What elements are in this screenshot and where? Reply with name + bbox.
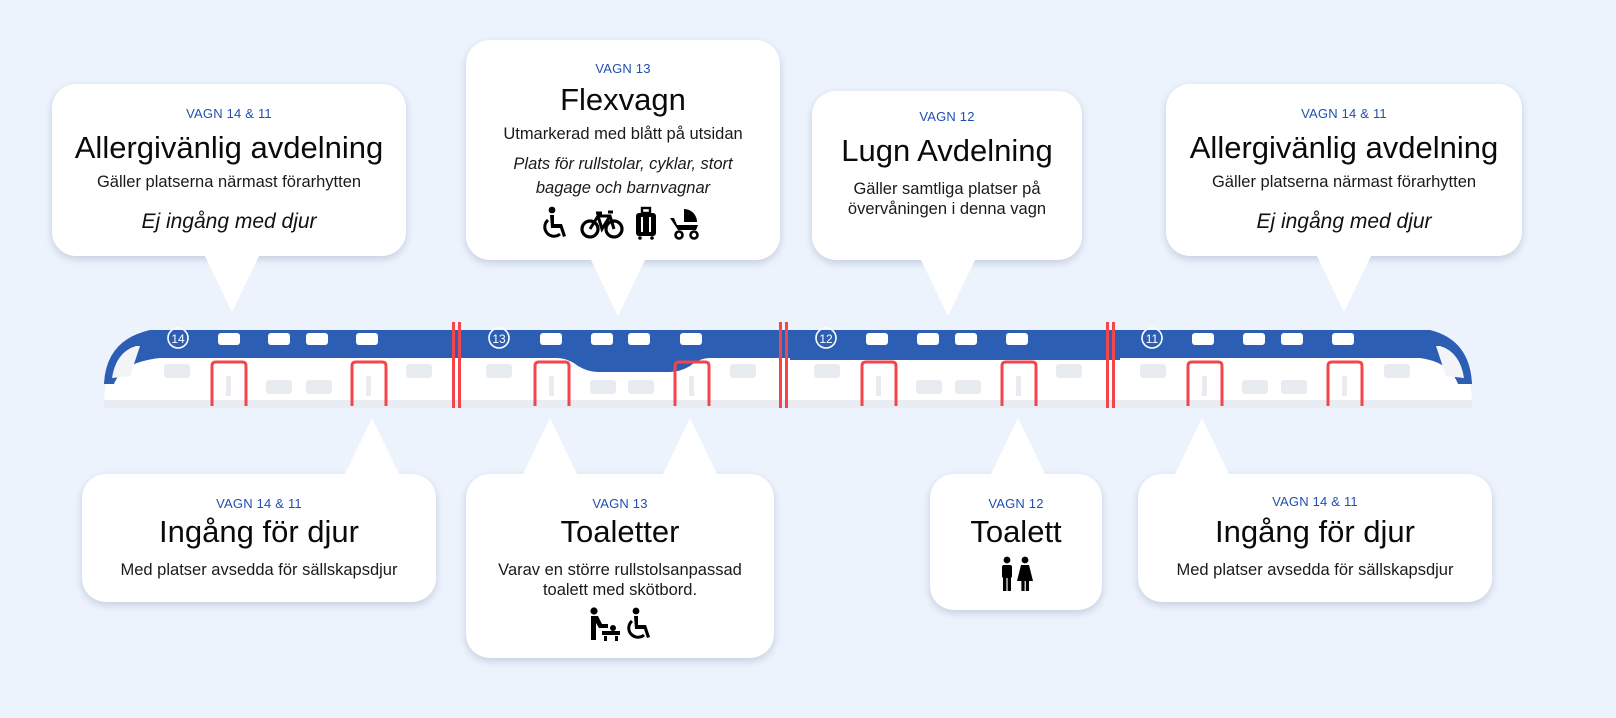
callout-flexvagn: VAGN 13 Flexvagn Utmarkerad med blått på… [466,40,780,316]
callout-label: VAGN 13 [592,496,648,511]
car-number-11: 11 [1146,332,1159,346]
callout-quiet-section: VAGN 12 Lugn Avdelning Gäller samtliga p… [812,91,1082,316]
car-11: 11 [1140,327,1410,406]
callout-note: Plats för rullstolar, cyklar, stort baga… [486,153,760,201]
callout-title: Ingång för djur [159,514,359,549]
callout-label: VAGN 13 [595,61,651,76]
callout-allergy-right: VAGN 14 & 11 Allergivänlig avdelning Gäl… [1166,84,1522,312]
callout-note-line: bagage och barnvagnar [535,178,711,197]
callout-title: Allergivänlig avdelning [1189,130,1499,165]
wheelchair-icon [627,607,650,639]
callout-pet-entry-right: VAGN 14 & 11 Ingång för djur Med platser… [1138,418,1492,602]
stroller-icon [670,209,699,240]
callout-label: VAGN 14 & 11 [216,496,302,511]
restroom-icon [1002,556,1033,591]
callout-subtitle: Utmarkerad med blått på utsidan [503,125,743,143]
car-13: 13 [486,327,756,406]
callout-title: Lugn Avdelning [841,133,1053,168]
callout-subtitle-line: toalett med skötbord. [542,581,698,600]
callout-title: Allergivänlig avdelning [74,130,384,165]
callout-pet-entry-left: VAGN 14 & 11 Ingång för djur Med platser… [82,418,436,602]
callout-label: VAGN 12 [919,109,975,124]
car-14: 14 [164,327,432,406]
callout-title: Flexvagn [560,82,686,117]
callout-allergy-left: VAGN 14 & 11 Allergivänlig avdelning Gäl… [52,84,406,312]
callout-icons [466,206,780,240]
callout-note: Ej ingång med djur [1256,210,1432,233]
callout-toilets: VAGN 13 Toaletter Varav en större rullst… [466,418,774,658]
callout-title: Ingång för djur [1215,514,1415,549]
callout-subtitle: Gäller samtliga platser på övervåningen … [822,179,1072,219]
callout-title: Toaletter [560,514,680,549]
callout-subtitle: Gäller platserna närmast förarhytten [1211,173,1477,191]
callout-toilet: VAGN 12 Toalett [930,418,1102,610]
callout-subtitle-line: Varav en större rullstolsanpassad [498,561,742,579]
car-dividers [452,322,1115,408]
callout-title: Toalett [970,514,1062,549]
callout-subtitle-line: Gäller samtliga platser på [853,180,1041,198]
cab-window-right [1436,346,1464,378]
callout-subtitle: Varav en större rullstolsanpassad toalet… [476,560,764,600]
car-12: 12 [814,327,1082,406]
callout-icons [930,556,1102,592]
luggage-icon [636,206,656,240]
callout-label: VAGN 14 & 11 [186,106,272,121]
callout-icons [466,606,774,642]
baby-changing-icon [590,607,620,641]
car-number-13: 13 [492,332,506,346]
car-number-14: 14 [171,332,185,346]
callout-label: VAGN 12 [988,496,1044,511]
bicycle-icon [580,210,624,239]
callout-label: VAGN 14 & 11 [1301,106,1387,121]
callout-note-line: Plats för rullstolar, cyklar, stort [513,155,733,173]
car-number-12: 12 [819,332,833,346]
cab-window-left [112,346,140,378]
callout-note: Ej ingång med djur [141,210,317,233]
callout-subtitle: Med platser avsedda för sällskapsdjur [120,561,398,579]
callout-subtitle: Med platser avsedda för sällskapsdjur [1176,561,1454,579]
callout-subtitle-line: övervåningen i denna vagn [847,200,1047,219]
wheelchair-icon [543,206,566,238]
callout-subtitle: Gäller platserna närmast förarhytten [96,173,362,191]
callout-label: VAGN 14 & 11 [1272,494,1358,509]
